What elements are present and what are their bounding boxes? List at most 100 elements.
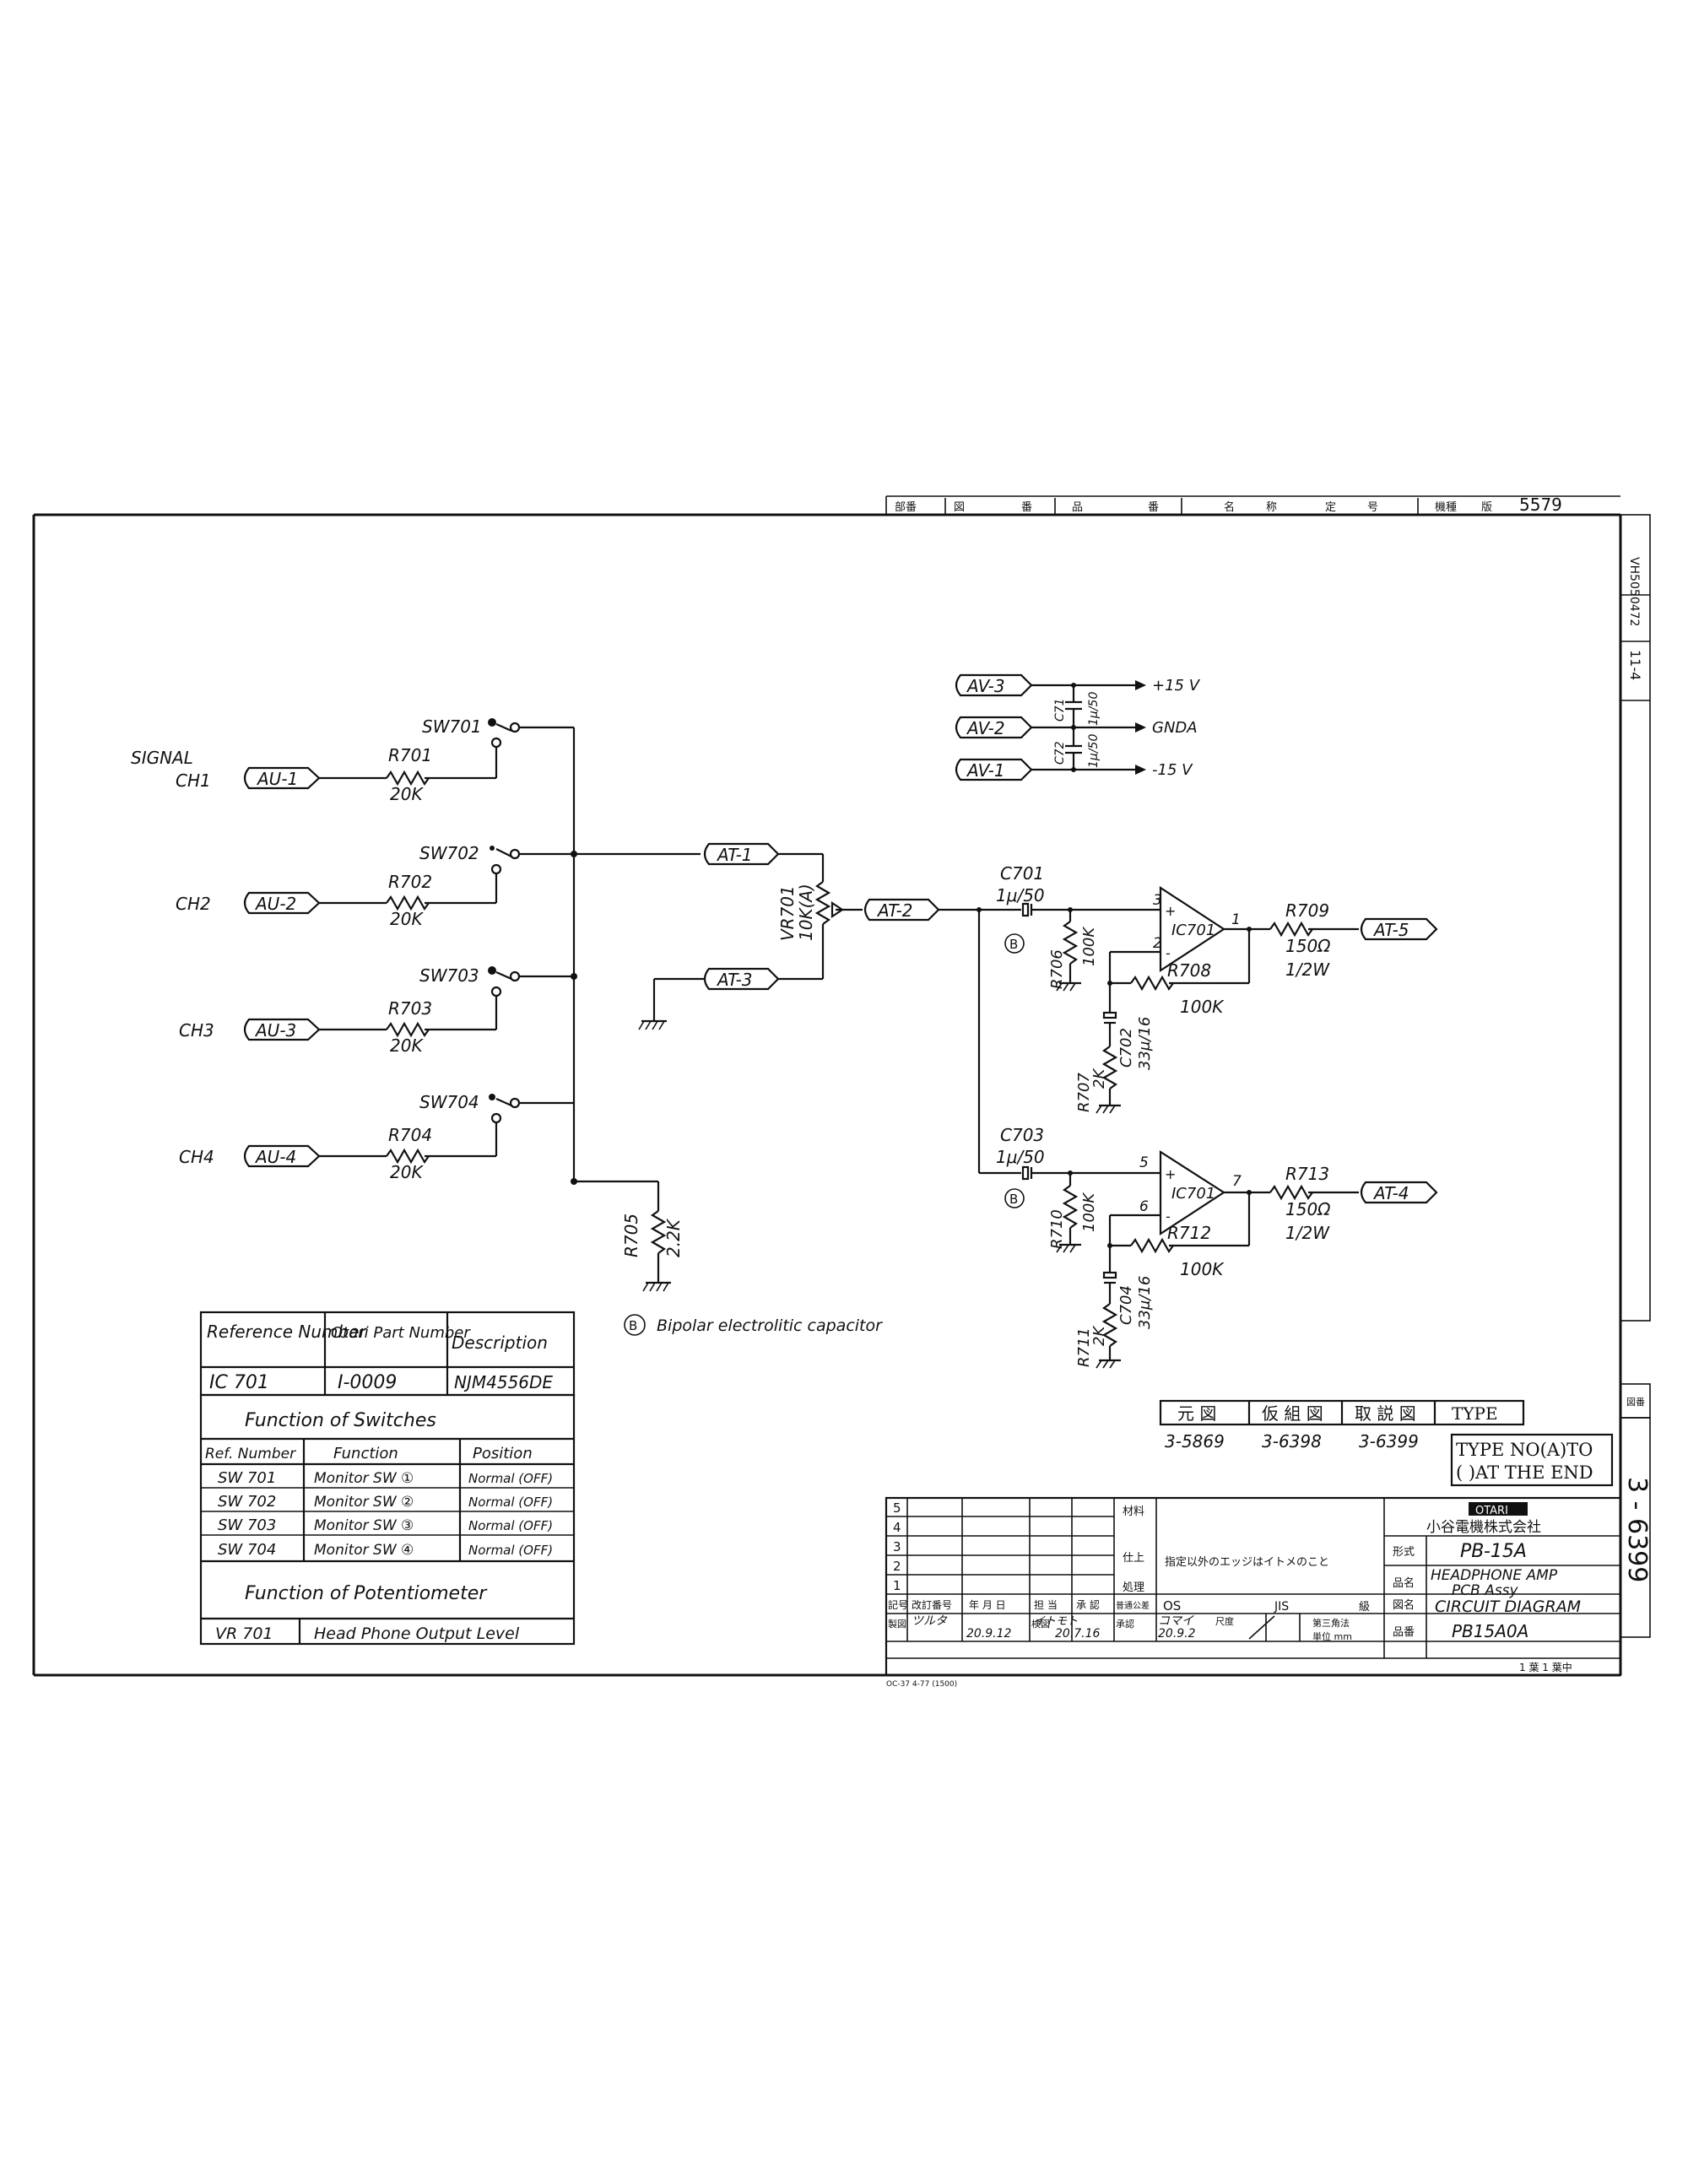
- minus-sign: -: [1166, 1208, 1171, 1224]
- plus-sign: +: [1165, 903, 1176, 919]
- sw701-label: SW701: [422, 716, 482, 737]
- au3-connector: [243, 1018, 321, 1041]
- switch-row-pos: Normal (OFF): [468, 1518, 553, 1533]
- switch-row-pos: Normal (OFF): [468, 1543, 553, 1558]
- drawn-name: ツルタ: [912, 1614, 948, 1628]
- jis-label: JIS: [1274, 1600, 1289, 1614]
- rev-header: 担 当: [1034, 1599, 1058, 1611]
- sw702-switch: [490, 846, 574, 875]
- strip-cell: 5579: [1519, 495, 1562, 515]
- approved-label: 承認: [1116, 1618, 1134, 1630]
- r707-value: 2K: [1090, 1068, 1108, 1089]
- ref-drawing-header: 仮 組 図: [1262, 1403, 1323, 1424]
- bipolar-note-text: Bipolar electrolitic capacitor: [657, 1316, 883, 1335]
- at1-label: AT-1: [716, 845, 753, 865]
- bipolar-mark: B: [629, 1318, 637, 1333]
- ch1-label: CH1: [176, 770, 211, 791]
- av1-connector: [955, 758, 1033, 781]
- revision-number: 2: [893, 1559, 901, 1574]
- ground-symbol: [642, 1281, 671, 1292]
- ch4-label: CH4: [179, 1147, 214, 1167]
- checked-name: イトモト: [1034, 1615, 1078, 1628]
- strip-cell: 定: [1325, 501, 1336, 514]
- rev-header: 記号: [888, 1598, 908, 1611]
- r713-label: R713: [1285, 1164, 1329, 1184]
- pin2-label: 2: [1153, 935, 1162, 952]
- av3-connector: [955, 673, 1033, 697]
- plus-sign: +: [1165, 1166, 1176, 1182]
- sw702-label: SW702: [419, 843, 479, 863]
- ref-drawing-value: 3-5869: [1165, 1431, 1225, 1451]
- switch-row-func: Monitor SW ③: [314, 1517, 414, 1534]
- sw704-label: SW704: [419, 1092, 479, 1112]
- c701-value: 1μ/50: [996, 885, 1045, 905]
- strip-cell: 部番: [895, 501, 917, 514]
- c71-label: C71: [1053, 698, 1067, 722]
- r709-value: 150Ω: [1285, 936, 1331, 956]
- c701-capacitor: [1021, 902, 1030, 917]
- ground-symbol: [1056, 981, 1081, 992]
- c702-value: 33μ/16: [1136, 1017, 1154, 1070]
- company-logo: [1469, 1502, 1528, 1516]
- drawn-label: 製図: [888, 1618, 906, 1630]
- projection-label: 第三角法: [1312, 1617, 1350, 1629]
- amp-channel-1: AT-5 C701 1μ/50 B R706 100K 3 2 1 + - IC…: [939, 863, 1438, 1173]
- switch-row-func: Monitor SW ②: [314, 1494, 414, 1511]
- pin6-label: 6: [1139, 1198, 1149, 1215]
- vr701-label: VR701: [777, 885, 798, 941]
- sw703-switch: [488, 966, 574, 997]
- checked-date: 20.7.16: [1055, 1627, 1101, 1641]
- at5-connector: [1360, 917, 1438, 941]
- at3-connector: [703, 967, 780, 991]
- c704-value: 33μ/16: [1136, 1276, 1154, 1329]
- sw701-switch: [488, 718, 574, 749]
- vr701-value: 10K(A): [796, 884, 816, 941]
- doc-number: 3 - 6399: [1622, 1477, 1652, 1582]
- r713-value: 150Ω: [1285, 1199, 1331, 1219]
- name-value-line2: PCB Assy: [1452, 1582, 1519, 1599]
- ground-symbol: [638, 1019, 667, 1030]
- r704-label: R704: [388, 1125, 432, 1145]
- at4-label: AT-4: [1372, 1183, 1409, 1203]
- jis-grade: 級: [1359, 1601, 1370, 1614]
- r708-label: R708: [1167, 960, 1211, 981]
- sheet-count: 1 葉 1 葉中: [1519, 1661, 1572, 1673]
- r709-resistor: [1269, 921, 1313, 938]
- at1-connector: [703, 842, 780, 866]
- ic701-opamp-a: [1159, 885, 1226, 973]
- pin7-label: 7: [1232, 1173, 1242, 1190]
- margin-mid-text: 11-4: [1627, 650, 1643, 680]
- revision-number: 3: [893, 1539, 901, 1554]
- r701-label: R701: [388, 745, 432, 765]
- at4-connector: [1360, 1181, 1438, 1204]
- c703-value: 1μ/50: [996, 1147, 1045, 1167]
- at5-label: AT-5: [1372, 920, 1409, 940]
- at2-connector: [863, 898, 940, 922]
- r702-value: 20K: [390, 909, 424, 929]
- switch-row-ref: SW 702: [218, 1493, 276, 1511]
- r713-power: 1/2W: [1285, 1223, 1330, 1243]
- r711-value: 2K: [1090, 1326, 1108, 1346]
- ref-drawings: 元 図 仮 組 図 取 説 図 TYPE 3-5869 3-6398 3-639…: [1159, 1399, 1614, 1487]
- tolerance-label: 普通公差: [1116, 1600, 1150, 1611]
- desc-value: NJM4556DE: [454, 1372, 553, 1392]
- signal-label: SIGNAL: [131, 748, 193, 768]
- revision-number: 1: [893, 1578, 901, 1593]
- r712-label: R712: [1167, 1223, 1211, 1243]
- number-label: 品番: [1393, 1626, 1415, 1639]
- strip-cell: 名: [1224, 500, 1235, 514]
- r707-label: R707: [1075, 1073, 1093, 1112]
- av3-label: AV-3: [966, 676, 1005, 696]
- au2-connector: [243, 891, 321, 915]
- switch-row-pos: Normal (OFF): [468, 1495, 553, 1510]
- pin3-label: 3: [1153, 892, 1162, 909]
- ref-drawing-value: 3-6398: [1262, 1431, 1322, 1451]
- otari-header: Otari Part Number: [331, 1324, 471, 1342]
- ref-drawing-header: TYPE: [1452, 1403, 1498, 1424]
- plus15-label: +15 V: [1152, 677, 1201, 695]
- ref-table: Reference Number Otari Part Number Descr…: [199, 1311, 576, 1397]
- switch-row-func: Monitor SW ④: [314, 1542, 414, 1559]
- vr701-potentiometer: [814, 881, 831, 925]
- minus15-label: -15 V: [1152, 761, 1193, 779]
